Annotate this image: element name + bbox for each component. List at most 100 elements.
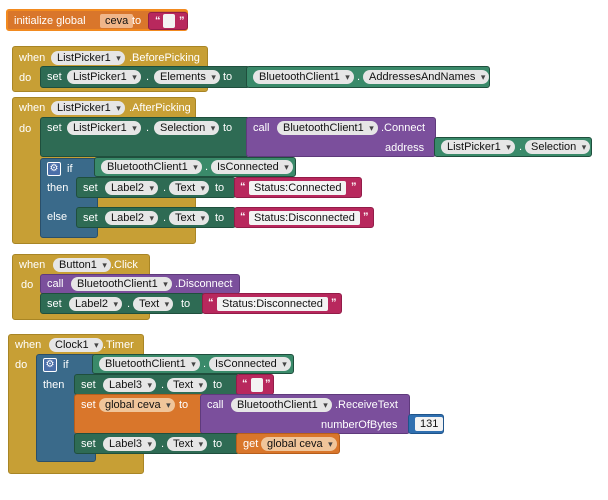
getter-property-dropdown[interactable]: IsConnected <box>211 160 293 174</box>
get-var-dropdown[interactable]: global ceva <box>261 437 337 451</box>
text-status-connected[interactable]: “ Status:Connected ” <box>234 177 362 198</box>
global-var-dropdown[interactable]: global ceva <box>99 398 175 412</box>
number-value[interactable]: 131 <box>415 417 444 431</box>
set-property-dropdown[interactable]: Text <box>167 378 208 392</box>
bluetooth-addresses-getter[interactable]: BluetoothClient1 . AddressesAndNames <box>246 66 490 88</box>
getter-component-dropdown[interactable]: BluetoothClient1 <box>99 357 200 371</box>
call-component-dropdown[interactable]: BluetoothClient1 <box>71 277 172 291</box>
set-component-dropdown[interactable]: ListPicker1 <box>67 121 141 135</box>
when-label: when <box>15 339 42 351</box>
call-component-dropdown[interactable]: BluetoothClient1 <box>231 398 332 412</box>
to-label: to <box>215 212 225 224</box>
getter-component-dropdown[interactable]: BluetoothClient1 <box>253 70 354 84</box>
set-property-dropdown[interactable]: Text <box>133 297 174 311</box>
getter-component-dropdown[interactable]: BluetoothClient1 <box>101 160 202 174</box>
to-label: to <box>179 399 189 411</box>
set-label: set <box>83 182 98 194</box>
initialize-global-block[interactable]: initialize global ceva to “ ” <box>6 9 188 31</box>
set-listpicker-elements-block[interactable]: set ListPicker1 . Elements to <box>40 66 250 88</box>
number-block[interactable]: 131 <box>408 414 444 434</box>
address-param-label: address <box>385 142 425 154</box>
getter-component-dropdown[interactable]: ListPicker1 <box>441 140 515 154</box>
after-event-name: .AfterPicking <box>129 102 191 114</box>
set-label3-get-block[interactable]: set Label3 . Text to <box>74 433 240 454</box>
call-disconnect-block[interactable]: call BluetoothClient1 .Disconnect <box>40 274 240 294</box>
clock-event-name: .Timer <box>103 339 134 351</box>
if-label: if <box>67 163 73 175</box>
numberofbytes-param-label: numberOfBytes <box>321 419 398 431</box>
empty-text-block[interactable]: “ ” <box>148 12 188 30</box>
set-component-dropdown[interactable]: Label3 <box>103 437 157 451</box>
set-label: set <box>81 399 96 411</box>
set-property-dropdown[interactable]: Text <box>167 437 208 451</box>
init-var-name[interactable]: ceva <box>100 14 134 28</box>
set-label: set <box>83 212 98 224</box>
set-component-dropdown[interactable]: Label2 <box>105 181 159 195</box>
init-to: to <box>132 15 142 27</box>
get-global-ceva-block[interactable]: get global ceva <box>236 433 340 454</box>
call-connect-block[interactable]: call BluetoothClient1 .Connect address <box>246 117 436 157</box>
set-component-dropdown[interactable]: Label2 <box>69 297 123 311</box>
to-label: to <box>213 438 223 450</box>
init-label: initialize global <box>14 15 86 27</box>
do-label: do <box>19 123 32 135</box>
set-property-dropdown[interactable]: Selection <box>154 121 220 135</box>
to-label: to <box>223 71 233 83</box>
set-property-dropdown[interactable]: Text <box>169 181 210 195</box>
set-property-dropdown[interactable]: Elements <box>154 70 220 84</box>
then-label: then <box>47 182 69 194</box>
call-method-name: .Disconnect <box>175 278 233 290</box>
set-component-dropdown[interactable]: Label2 <box>105 211 159 225</box>
if-label: if <box>63 359 69 371</box>
isconnected-getter[interactable]: BluetoothClient1 . IsConnected <box>94 157 296 177</box>
empty-text-block-timer[interactable]: “ ” <box>236 374 274 395</box>
when-label: when <box>19 102 46 114</box>
else-label: else <box>47 211 68 223</box>
text-value[interactable]: Status:Disconnected <box>217 297 328 311</box>
isconnected-getter-timer[interactable]: BluetoothClient1 . IsConnected <box>92 354 294 374</box>
set-label: set <box>47 122 62 134</box>
set-label: set <box>81 379 96 391</box>
set-label2-connected-block[interactable]: set Label2 . Text to <box>76 177 236 198</box>
call-label: call <box>47 278 64 290</box>
set-component-dropdown[interactable]: Label3 <box>103 378 157 392</box>
text-status-disconnected-btn[interactable]: “ Status:Disconnected ” <box>202 293 342 314</box>
call-component-dropdown[interactable]: BluetoothClient1 <box>277 121 378 135</box>
set-listpicker-selection-block[interactable]: set ListPicker1 . Selection to <box>40 117 250 157</box>
call-method-name: .ReceiveText <box>335 399 398 411</box>
set-property-dropdown[interactable]: Text <box>169 211 210 225</box>
set-label2-disconnected-block[interactable]: set Label2 . Text to <box>76 207 236 228</box>
getter-property-dropdown[interactable]: Selection <box>525 140 591 154</box>
set-label3-empty-block[interactable]: set Label3 . Text to <box>74 374 240 395</box>
text-value[interactable]: Status:Connected <box>249 181 347 195</box>
button-event-name: .Click <box>111 259 138 271</box>
clock-component-dropdown[interactable]: Clock1 <box>49 338 103 352</box>
when-label: when <box>19 52 46 64</box>
gear-icon[interactable]: ⚙ <box>47 162 61 176</box>
gear-icon[interactable]: ⚙ <box>43 358 57 372</box>
listpicker-selection-getter[interactable]: ListPicker1 . Selection <box>434 137 592 157</box>
call-receivetext-block[interactable]: call BluetoothClient1 .ReceiveText numbe… <box>200 394 410 434</box>
set-component-dropdown[interactable]: ListPicker1 <box>67 70 141 84</box>
to-label: to <box>213 379 223 391</box>
text-value[interactable]: Status:Disconnected <box>249 211 360 225</box>
getter-property-dropdown[interactable]: AddressesAndNames <box>363 70 490 84</box>
button-component-dropdown[interactable]: Button1 <box>53 258 111 272</box>
getter-property-dropdown[interactable]: IsConnected <box>209 357 291 371</box>
do-label: do <box>21 279 34 291</box>
call-method-name: .Connect <box>381 122 426 134</box>
to-label: to <box>181 298 191 310</box>
before-component-dropdown[interactable]: ListPicker1 <box>51 51 125 65</box>
after-component-dropdown[interactable]: ListPicker1 <box>51 101 125 115</box>
to-label: to <box>215 182 225 194</box>
text-status-disconnected[interactable]: “ Status:Disconnected ” <box>234 207 374 228</box>
set-global-ceva-block[interactable]: set global ceva to <box>74 394 204 434</box>
set-label: set <box>47 71 62 83</box>
do-label: do <box>15 359 28 371</box>
to-label: to <box>223 122 233 134</box>
before-event-name: .BeforePicking <box>129 52 200 64</box>
set-label: set <box>47 298 62 310</box>
do-label: do <box>19 72 32 84</box>
set-label2-text-block[interactable]: set Label2 . Text to <box>40 293 204 314</box>
when-label: when <box>19 259 46 271</box>
